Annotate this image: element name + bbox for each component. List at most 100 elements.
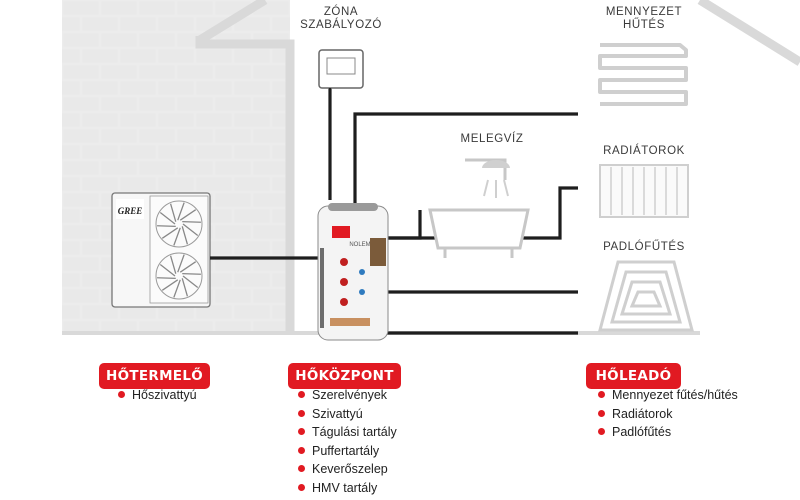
nolema-logo: NOLEMA bbox=[349, 242, 374, 248]
heat-center-list: Szerelvények Szivattyú Tágulási tartály … bbox=[298, 386, 397, 498]
brick bbox=[62, 81, 80, 95]
brick bbox=[62, 273, 80, 287]
brick bbox=[215, 97, 251, 111]
brick bbox=[63, 225, 99, 239]
radiators-label: RADIÁTOROK bbox=[603, 145, 685, 157]
zone-controller-label: ZÓNA SZABÁLYOZÓ bbox=[300, 6, 382, 31]
heat-center-tank: NOLEMA bbox=[317, 203, 389, 341]
brick bbox=[101, 33, 137, 47]
brick bbox=[139, 65, 175, 79]
brick bbox=[272, 17, 290, 31]
brick bbox=[63, 129, 99, 143]
list-item: Tágulási tartály bbox=[298, 423, 397, 442]
brick bbox=[253, 193, 289, 207]
brick bbox=[62, 17, 80, 31]
brick bbox=[63, 161, 99, 175]
brick bbox=[101, 129, 137, 143]
brick bbox=[292, 162, 327, 175]
list-item: HMV tartály bbox=[298, 479, 397, 498]
brick bbox=[196, 113, 232, 127]
brick bbox=[234, 81, 270, 95]
brick bbox=[196, 81, 232, 95]
floor-heating-label: PADLÓFŰTÉS bbox=[603, 241, 685, 253]
brick bbox=[196, 177, 232, 191]
brick bbox=[253, 225, 289, 239]
brick bbox=[158, 17, 194, 31]
brick bbox=[177, 65, 213, 79]
brick bbox=[101, 65, 137, 79]
brick bbox=[82, 145, 118, 159]
brick bbox=[120, 81, 156, 95]
brand-logo-box bbox=[116, 199, 144, 219]
roof-line-left bbox=[197, 0, 268, 44]
brick bbox=[234, 305, 270, 319]
brick bbox=[234, 273, 270, 287]
list-item: Radiátorok bbox=[598, 405, 738, 424]
brick bbox=[177, 129, 213, 143]
radiator-icon bbox=[599, 164, 689, 218]
brick bbox=[253, 129, 289, 143]
brick bbox=[82, 177, 118, 191]
hot-water-label: MELEGVÍZ bbox=[460, 133, 524, 145]
brick bbox=[82, 49, 118, 63]
list-item: Szivattyú bbox=[298, 405, 397, 424]
list-item: Keverőszelep bbox=[298, 460, 397, 479]
gree-logo: GREE bbox=[118, 206, 143, 216]
brick bbox=[82, 273, 118, 287]
fan-icon bbox=[155, 200, 203, 248]
brick bbox=[139, 33, 175, 47]
brick bbox=[177, 1, 213, 15]
list-item: Puffertartály bbox=[298, 442, 397, 461]
brick bbox=[82, 17, 118, 31]
brick bbox=[234, 145, 270, 159]
brick bbox=[63, 65, 99, 79]
brick bbox=[215, 289, 251, 303]
brick bbox=[101, 321, 137, 332]
brick bbox=[234, 241, 270, 255]
brick bbox=[101, 161, 137, 175]
heat-pump-unit: GREE bbox=[111, 192, 211, 308]
brick bbox=[253, 161, 289, 175]
brick bbox=[253, 321, 289, 332]
brick bbox=[139, 129, 175, 143]
brick bbox=[215, 321, 251, 332]
brick bbox=[139, 97, 175, 111]
brick bbox=[177, 161, 213, 175]
floor-heating-icon bbox=[598, 260, 694, 332]
brick bbox=[63, 321, 99, 332]
heat-emitter-list: Mennyezet fűtés/hűtés Radiátorok Padlófű… bbox=[598, 386, 738, 442]
brick bbox=[234, 209, 270, 223]
roof-line-right bbox=[697, 0, 800, 66]
brick bbox=[215, 257, 251, 271]
brick bbox=[139, 1, 175, 15]
brick bbox=[158, 81, 194, 95]
brick bbox=[177, 97, 213, 111]
brick bbox=[101, 97, 137, 111]
list-item: Szerelvények bbox=[298, 386, 397, 405]
brick bbox=[63, 289, 99, 303]
brick bbox=[62, 209, 80, 223]
brick bbox=[158, 113, 194, 127]
pipe-to-hot-water bbox=[388, 210, 422, 240]
brick bbox=[139, 321, 175, 332]
brick bbox=[215, 161, 251, 175]
brick bbox=[62, 177, 80, 191]
brick bbox=[82, 209, 118, 223]
ceiling-label: MENNYEZET HŰTÉS bbox=[605, 6, 683, 31]
brick bbox=[158, 49, 194, 63]
brick bbox=[101, 1, 137, 15]
brick bbox=[253, 289, 289, 303]
brick bbox=[177, 321, 213, 332]
brick bbox=[63, 1, 99, 15]
brick bbox=[215, 129, 251, 143]
brick bbox=[215, 193, 251, 207]
section-heat-generator-badge: HŐTERMELŐ bbox=[99, 363, 210, 389]
brick bbox=[292, 34, 327, 47]
brick bbox=[292, 194, 327, 207]
brick bbox=[63, 257, 99, 271]
shower-water-icon bbox=[483, 179, 509, 198]
brick bbox=[120, 177, 156, 191]
brick bbox=[253, 257, 289, 271]
brick bbox=[63, 97, 99, 111]
